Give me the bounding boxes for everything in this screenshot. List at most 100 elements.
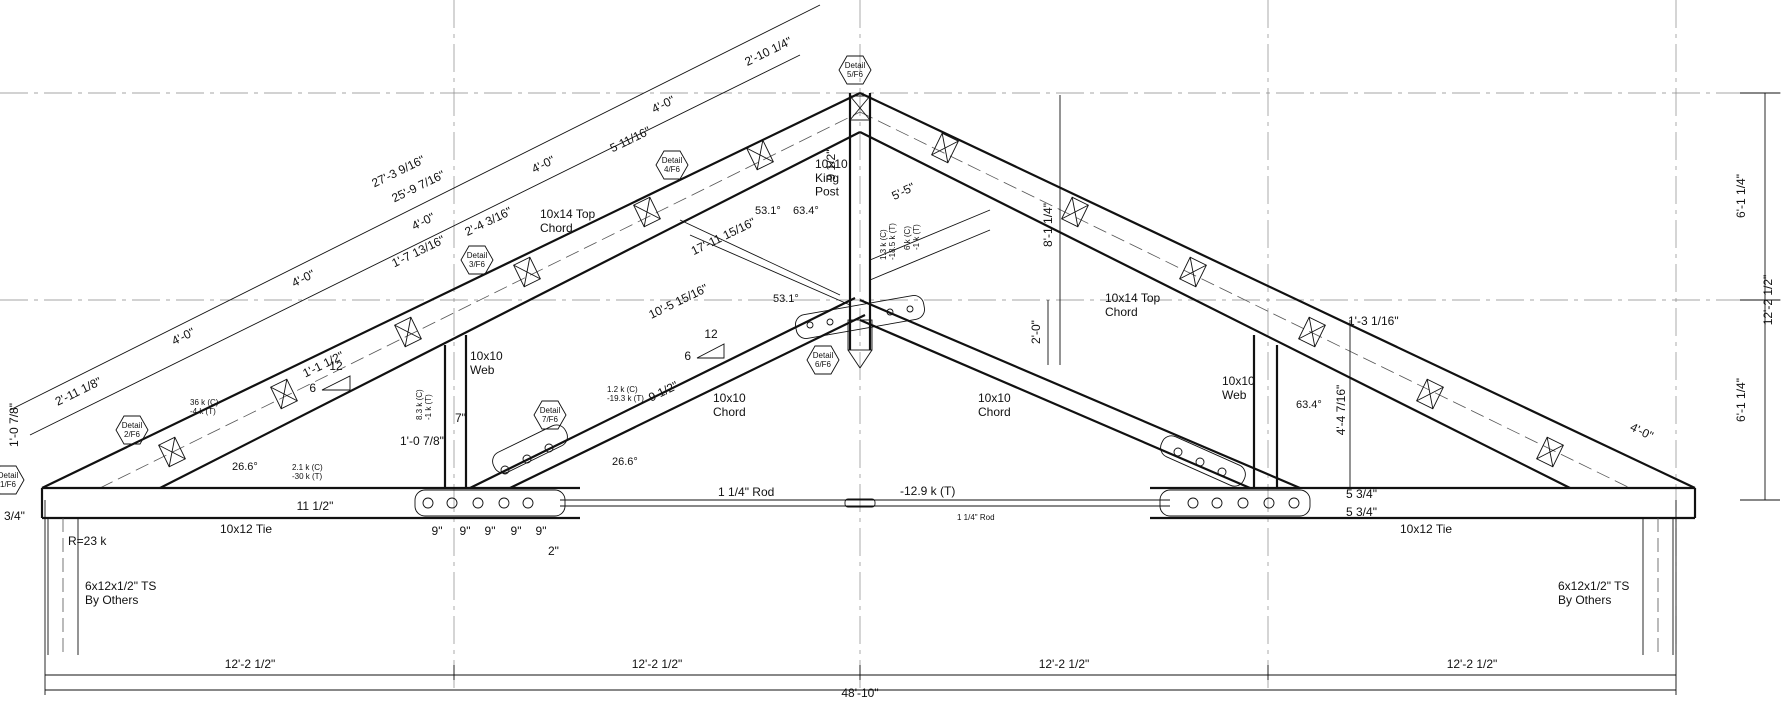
dim-4-4: 4'-4 7/16" <box>1334 385 1348 436</box>
dim-right-lower: 6'-1 1/4" <box>1734 378 1748 422</box>
web-right <box>1252 335 1279 488</box>
dimension-lines <box>9 4 1780 695</box>
bay-dim-2: 12'-2 1/2" <box>632 657 683 671</box>
rod-label-small: 1 1/4" Rod <box>957 513 995 522</box>
top-chord-right <box>859 92 1696 489</box>
splice-plate-left <box>414 489 566 517</box>
dim-seg-4: 4'-0" <box>289 267 317 290</box>
dim-5-11-16: 5 11/16" <box>608 124 653 156</box>
dim-seg-1: 4'-0" <box>649 93 677 116</box>
force-king-2: 6 k (C)-1 k (T) <box>903 224 921 250</box>
dim-seg-2: 4'-0" <box>529 153 557 176</box>
bay-dim-1: 12'-2 1/2" <box>225 657 276 671</box>
vertical-dimension-texts: 6'-1 1/4" 6'-1 1/4" 12'-2 1/2" 2'-0" 8'-… <box>7 150 1775 447</box>
slope-symbol-mid: 6 12 <box>684 327 725 363</box>
force-king: 1.3 k (C)-18.5 k (T) <box>879 223 897 260</box>
purlin-marks <box>158 95 1564 468</box>
dim-2in: 2" <box>548 544 559 558</box>
slope-run-left: 12 <box>329 359 343 373</box>
force-labels: 36 k (C)-4 k (T) 2.1 k (C)-30 k (T) 1.2 … <box>68 223 955 548</box>
rod-label: 1 1/4" Rod <box>718 485 774 499</box>
king-post <box>847 93 873 369</box>
dim-1-3-1-16: 1'-3 1/16" <box>1348 314 1399 328</box>
bolt-spacing-1: 9" <box>432 524 443 538</box>
grid-lines <box>0 0 1781 690</box>
dim-9-half-chord: 9 1/2" <box>646 378 680 404</box>
angle-53-1-top: 53.1° <box>755 205 781 217</box>
force-top-chord: 36 k (C)-4 k (T) <box>190 398 219 416</box>
angle-26-6-left: 26.6° <box>232 461 258 473</box>
dim-9-half-king: 9 1/2" <box>824 150 838 181</box>
chord-plate-right <box>1160 435 1246 487</box>
tie-label-right: 10x12 Tie <box>1400 522 1452 536</box>
dim-5-3-4-b: 5 3/4" <box>1346 505 1377 519</box>
force-rod: -12.9 k (T) <box>900 484 955 498</box>
slope-run-mid: 12 <box>704 327 718 341</box>
web-left <box>443 335 468 488</box>
dim-11-half: 11 1/2" <box>297 499 334 513</box>
dim-10-5: 10'-5 15/16" <box>646 281 710 322</box>
bolt-spacing-2: 9" <box>460 524 471 538</box>
splice-plate-right <box>1159 489 1311 517</box>
angle-26-6-mid: 26.6° <box>612 456 638 468</box>
support-left <box>47 518 79 655</box>
bolt-spacing-3: 9" <box>485 524 496 538</box>
dim-1-0-7-8: 1'-0 7/8" <box>400 434 444 448</box>
slope-symbol-left: 6 12 <box>309 359 351 395</box>
reaction-label: R=23 k <box>68 534 107 548</box>
dim-8-1-4: 8'-1 1/4" <box>1041 203 1055 247</box>
apex-plate <box>795 295 925 339</box>
dim-3-4: 3/4" <box>4 509 25 523</box>
slope-rise-mid: 6 <box>684 349 691 363</box>
slope-rise-left: 6 <box>309 381 316 395</box>
chord-left <box>469 297 866 489</box>
strut-left <box>679 219 851 306</box>
rod <box>560 498 1170 508</box>
bolt-spacing-4: 9" <box>511 524 522 538</box>
dim-1-7: 1'-7 13/16" <box>389 233 447 271</box>
dim-2-0: 2'-0" <box>1029 320 1043 344</box>
dim-right-upper: 6'-1 1/4" <box>1734 174 1748 218</box>
angle-53-1-mid: 53.1° <box>773 293 799 305</box>
top-chord-left <box>41 92 861 489</box>
bay-dim-3: 12'-2 1/2" <box>1039 657 1090 671</box>
chord-plate-left <box>492 424 568 475</box>
dim-7in: 7" <box>455 411 466 425</box>
overall-dim: 48'-10" <box>841 686 878 700</box>
dim-right-total: 12'-2 1/2" <box>1761 275 1775 326</box>
force-tie: 2.1 k (C)-30 k (T) <box>292 463 323 481</box>
support-right <box>1642 518 1674 655</box>
strut-right <box>869 209 991 281</box>
tie-label-left: 10x12 Tie <box>220 522 272 536</box>
dim-1-0-left: 1'-0 7/8" <box>7 403 21 447</box>
dim-2-11: 2'-11 1/8" <box>53 374 104 408</box>
angle-63-4-top: 63.4° <box>793 205 819 217</box>
angle-texts: 26.6° 26.6° 53.1° 63.4° 53.1° 63.4° <box>232 205 1322 473</box>
chord-right <box>859 298 1301 490</box>
dim-5-3-4-a: 5 3/4" <box>1346 487 1377 501</box>
